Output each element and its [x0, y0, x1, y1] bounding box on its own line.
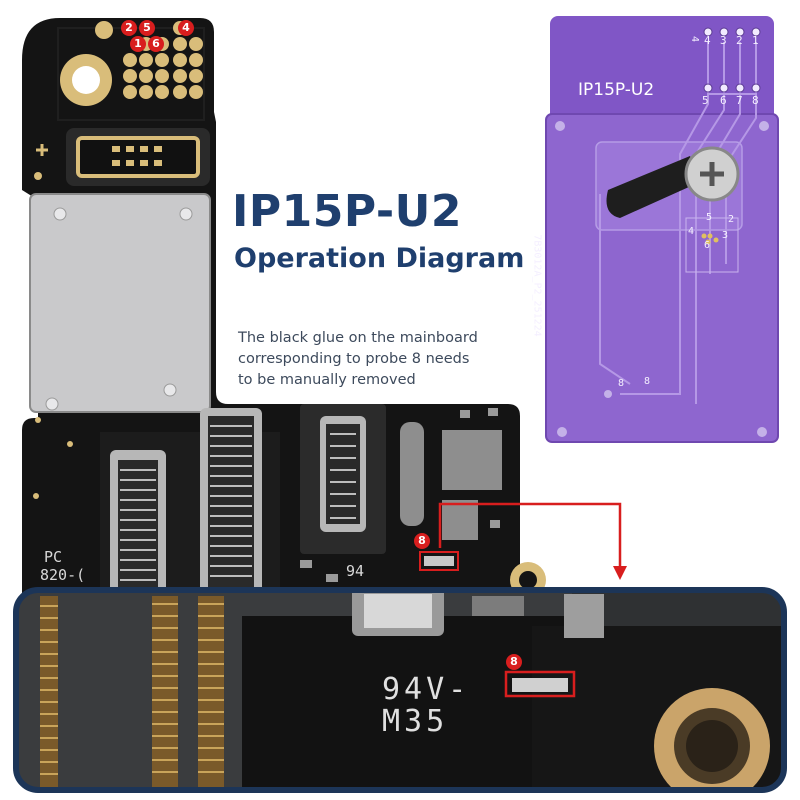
- pin-number-1: 1: [752, 34, 759, 47]
- purple-board-label: IP15P-U2: [578, 80, 655, 100]
- probe-8-highlight-box: [419, 551, 459, 571]
- callout-line: [438, 502, 622, 572]
- purple-probe-board: [545, 16, 779, 443]
- zoom-silk-94v: 94V-: [382, 672, 471, 707]
- zoom-silk-m35: M35: [382, 704, 449, 739]
- mark-8b: 8: [644, 376, 651, 387]
- mark-2: 2: [728, 214, 735, 225]
- pin-number-6: 6: [720, 94, 727, 107]
- probe-badge-6: 6: [148, 36, 164, 52]
- note-line-3: to be manually removed: [238, 372, 416, 388]
- probe-badge-1: 1: [130, 36, 146, 52]
- probe-lever: [606, 156, 700, 218]
- silk-text-pc: PC: [44, 548, 63, 566]
- pin-number-2: 2: [736, 34, 743, 47]
- pin-number-5: 5: [702, 94, 709, 107]
- page-subtitle: Operation Diagram: [234, 243, 525, 274]
- probe-badge-8: 8: [414, 533, 430, 549]
- mark-3: 3: [722, 230, 729, 241]
- board-connector-1: [110, 450, 166, 595]
- pin-numbers-top: 4: [689, 36, 700, 43]
- probe-badge-4: 4: [178, 20, 194, 36]
- mark-6: 6: [704, 240, 711, 251]
- probe-badge-5: 5: [139, 20, 155, 36]
- silk-text-820: 820-(: [40, 566, 86, 584]
- pin-number-4: 4: [704, 34, 711, 47]
- mark-5: 5: [706, 212, 713, 223]
- pin-number-7: 7: [736, 94, 743, 107]
- note-line-2: corresponding to probe 8 needs: [238, 351, 470, 367]
- page-title: IP15P-U2: [232, 186, 462, 237]
- zoom-probe-badge-8: 8: [506, 654, 522, 670]
- probe-badge-2: 2: [121, 20, 137, 36]
- note-line-1: The black glue on the mainboard: [238, 330, 478, 346]
- pin-number-3: 3: [720, 34, 727, 47]
- part-code: 7B3012A_P2_251224: [531, 234, 543, 337]
- silver-shield: [29, 193, 211, 413]
- pin-number-8: 8: [752, 94, 759, 107]
- zoom-probe-8-highlight-box: [504, 670, 576, 698]
- zoom-panel: [13, 587, 787, 793]
- silk-text-94: 94: [346, 562, 365, 580]
- mark-4: 4: [688, 226, 695, 237]
- mark-8a: 8: [618, 378, 625, 389]
